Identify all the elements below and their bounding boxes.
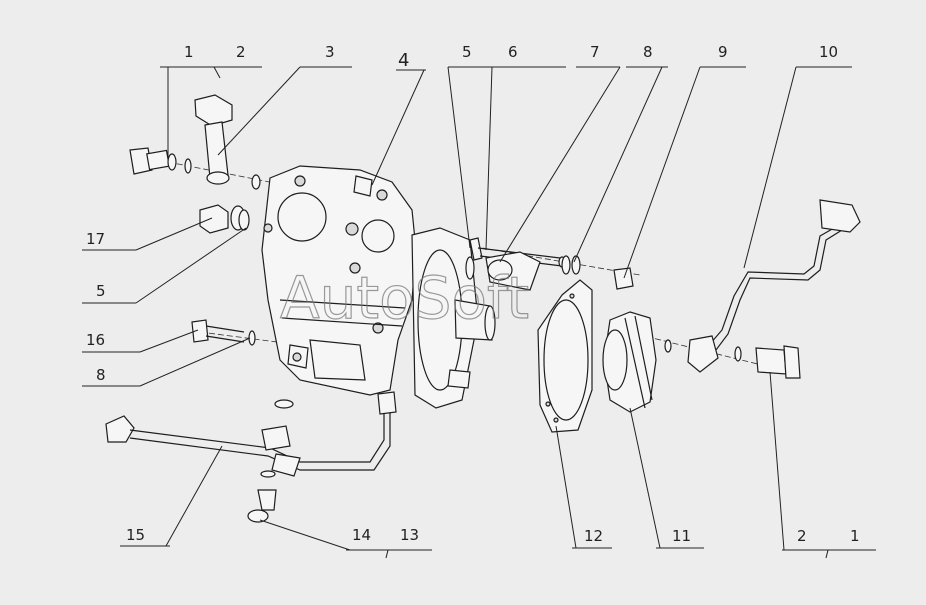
banjo-bolt-top <box>129 147 192 175</box>
plug-17 <box>199 204 246 234</box>
callout-1-bottom: 1 <box>850 527 860 545</box>
gasket-12 <box>537 279 593 433</box>
callout-labels: 1 2 3 4 5 6 7 8 9 10 17 5 16 8 15 14 13 … <box>86 43 860 545</box>
callout-8-top: 8 <box>643 43 653 61</box>
callout-14: 14 <box>352 526 371 544</box>
callout-2-bottom: 2 <box>797 527 807 545</box>
banjo-fitting-top <box>194 94 261 190</box>
callout-5-left: 5 <box>96 282 106 300</box>
seal-washer-5-left <box>238 209 250 231</box>
banjo-bolt-right <box>734 345 801 379</box>
callout-10: 10 <box>819 43 838 61</box>
callout-17: 17 <box>86 230 105 248</box>
callout-12: 12 <box>584 527 603 545</box>
callout-9: 9 <box>718 43 728 61</box>
callout-7: 7 <box>590 43 600 61</box>
leader-lines <box>82 66 876 559</box>
bolt-16 <box>191 319 245 343</box>
washer-8-top <box>561 255 581 275</box>
callout-4: 4 <box>398 50 409 71</box>
callout-13: 13 <box>400 526 419 544</box>
callout-1-top: 1 <box>184 43 194 61</box>
nut-9 <box>613 267 634 290</box>
callout-11: 11 <box>672 527 691 545</box>
callout-6: 6 <box>508 43 518 61</box>
callout-16: 16 <box>86 331 105 349</box>
pump-housing <box>261 165 496 409</box>
callout-3: 3 <box>325 43 335 61</box>
watermark: AutoSoft <box>280 264 529 332</box>
callout-15: 15 <box>126 526 145 544</box>
bolt-14 <box>247 399 294 523</box>
callout-5-top: 5 <box>462 43 472 61</box>
gear-11 <box>602 311 672 413</box>
fuel-pipe-15 <box>105 391 397 477</box>
washer-5-top <box>465 256 475 280</box>
fuel-pipe-10 <box>687 199 861 373</box>
callout-2-top: 2 <box>236 43 246 61</box>
callout-8-left: 8 <box>96 366 106 384</box>
stud-7 <box>485 251 541 291</box>
